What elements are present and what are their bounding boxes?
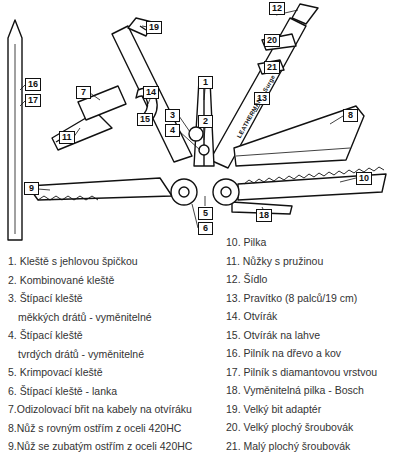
part-list-item: 5. Krimpovací kleště — [8, 366, 103, 379]
part-list-item: 3. Štípací kleště — [8, 292, 83, 305]
serration — [38, 196, 98, 200]
part-list-item: měkkých drátů - vyměnitelné — [18, 311, 152, 324]
part-list-item: 17. Pilník s diamantovou vrstvou — [226, 366, 377, 379]
part-list-item: 20. Velký plochý šroubovák — [226, 421, 353, 434]
callout-number: 10 — [356, 172, 372, 185]
part-list-item: 21. Malý plochý šroubovák — [226, 440, 350, 453]
large-screwdriver — [262, 34, 296, 50]
leader-lines — [20, 10, 356, 228]
wire-cutter — [189, 127, 203, 141]
callout-number: 20 — [264, 34, 280, 47]
knife-edge — [236, 148, 350, 156]
part-list-item: 16. Pilník na dřevo a kov — [226, 347, 341, 360]
hard-wire-cutter — [199, 145, 209, 155]
callout-number: 6 — [198, 222, 213, 235]
callout-number: 21 — [264, 61, 280, 74]
saw-teeth — [244, 167, 384, 184]
part-list-item: 2. Kombinované kleště — [8, 274, 114, 287]
callout-number: 12 — [269, 2, 285, 15]
file-ridge — [15, 44, 16, 234]
callout-number: 2 — [198, 115, 213, 128]
callout-number: 17 — [25, 94, 41, 107]
callout-number: 9 — [24, 182, 39, 195]
scissors — [52, 112, 112, 150]
part-list-item: 18. Vyměnitelná pilka - Bosch — [226, 384, 364, 397]
callout-number: 7 — [76, 86, 91, 99]
part-list-item: 4. Štípací kleště — [8, 329, 83, 342]
part-list-item: 11. Nůžky s pružinou — [226, 255, 323, 268]
awl — [292, 4, 318, 24]
part-list-item: 19. Velký bit adaptér — [226, 403, 321, 416]
pivot-left — [171, 179, 197, 205]
pivot-right-core — [221, 187, 231, 197]
callout-number: 18 — [256, 209, 272, 222]
part-list-item: 1. Kleště s jehlovou špičkou — [8, 255, 138, 268]
part-list-item: tvrdých drátů - vyměnitelné — [18, 348, 144, 361]
part-list-item: 14. Otvírák — [226, 310, 277, 323]
small-screwdriver — [258, 60, 284, 74]
part-list-item: 12. Šídlo — [226, 273, 267, 286]
pivot-left-core — [179, 187, 189, 197]
callout-number: 5 — [198, 207, 213, 220]
part-list-item: 8.Nůž s rovným ostřím z oceli 420HC — [8, 422, 181, 435]
plier-jaws — [194, 80, 214, 166]
part-list-item: 15. Otvírák na lahve — [226, 329, 320, 342]
callout-number: 16 — [25, 78, 41, 91]
part-list-item: 6. Štípací kleště - lanka — [8, 385, 117, 398]
file-blade — [8, 20, 22, 240]
callout-number: 14 — [143, 86, 159, 99]
callout-number: 1 — [198, 76, 213, 89]
callout-number: 15 — [137, 113, 153, 126]
part-list-item: 10. Pilka — [226, 236, 266, 249]
serrated-knife — [28, 178, 172, 200]
pivot-right — [213, 179, 239, 205]
left-handle — [112, 26, 192, 162]
callout-number: 8 — [343, 109, 358, 122]
callout-number: 4 — [165, 124, 180, 137]
callout-number: 3 — [165, 109, 180, 122]
callout-number: 11 — [59, 131, 75, 144]
callout-number: 19 — [146, 21, 162, 34]
part-list-item: 7.Odizolovací břit na kabely na otvíráku — [8, 403, 192, 416]
part-list-item: 13. Pravítko (8 palců/19 cm) — [226, 292, 357, 305]
part-list-item: 9.Nůž se zubatým ostřím z oceli 420HC — [8, 440, 192, 453]
